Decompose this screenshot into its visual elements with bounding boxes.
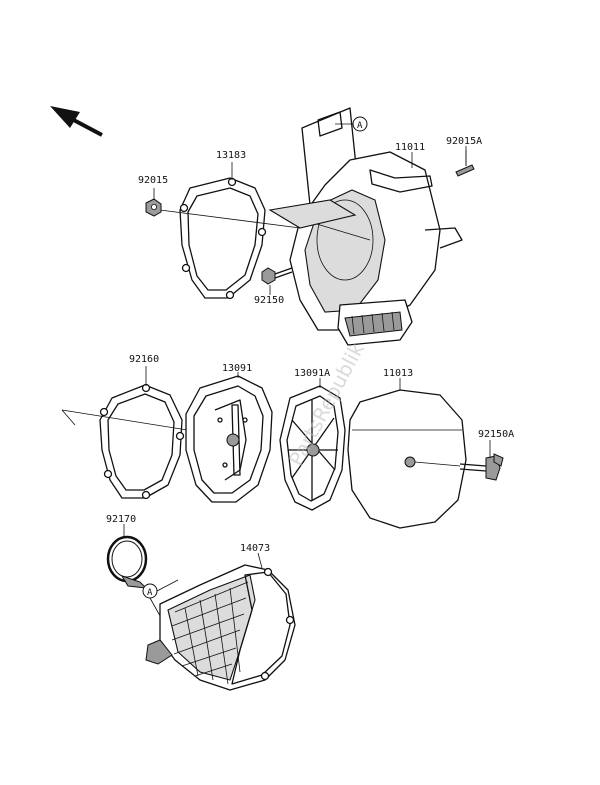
air-cleaner-duct-14073[interactable]: [145, 564, 296, 691]
label-11011: 11011: [395, 142, 425, 153]
label-13091a: 13091A: [294, 368, 330, 379]
filter-frame-13091a[interactable]: [279, 385, 346, 511]
bolt-92150[interactable]: [261, 267, 293, 285]
wing-bolt-92150a[interactable]: [414, 453, 504, 481]
label-92150: 92150: [254, 295, 284, 306]
label-92150a: 92150A: [478, 429, 514, 440]
filter-holder-13091[interactable]: [185, 375, 273, 503]
part-labels: 11011 92015A 13183 92015 92150 92160 130…: [106, 136, 514, 554]
label-92170: 92170: [106, 514, 136, 525]
label-14073: 14073: [240, 543, 270, 554]
reference-marker-a-top: A: [335, 116, 368, 132]
label-13183: 13183: [216, 150, 246, 161]
ref-a-top-label: A: [357, 121, 363, 131]
pin-92015a[interactable]: [455, 150, 475, 177]
gasket-92160[interactable]: [61, 383, 251, 500]
air-filter-element-11013[interactable]: [347, 389, 467, 529]
label-92015: 92015: [138, 175, 168, 186]
clamp-92170[interactable]: [106, 535, 148, 589]
nut-92015[interactable]: [145, 198, 162, 217]
label-92015a: 92015A: [446, 136, 482, 147]
air-filter-case[interactable]: [268, 107, 463, 346]
label-11013: 11013: [383, 368, 413, 379]
direction-arrow-icon: [50, 106, 103, 137]
ref-a-bottom-label: A: [147, 588, 153, 598]
leader-lines: [123, 146, 491, 569]
label-13091: 13091: [222, 363, 252, 374]
gasket-13183[interactable]: [159, 177, 301, 300]
label-92160: 92160: [129, 354, 159, 365]
